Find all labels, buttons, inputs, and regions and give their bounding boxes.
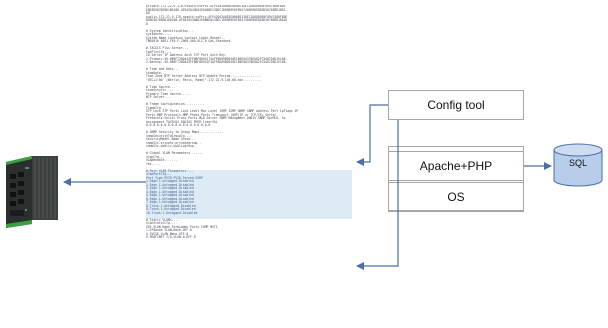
config-line: private.172.22.9.170.nsauth.nsPriv.AFP42… xyxy=(146,5,286,8)
config-line: 10.Trunk.1.Untagged.Disabled xyxy=(146,211,352,215)
config-line: # Time and Date... xyxy=(146,67,180,71)
config-line: 5.SVESE.VLAN.None.OFF.0 xyxy=(146,231,189,236)
config-line: 2.Backup..49.0B9F738D443FF8BF0D941F4AFF8… xyxy=(146,60,288,64)
config-line: STP Lock STP Ports Link Level Mac Level … xyxy=(146,109,299,113)
config-file-document: private.172.22.9.170.nsauth.nsPriv.AFP42… xyxy=(146,5,352,323)
config-line: 3.Edge.1.Untagged.Disabled xyxy=(146,186,352,191)
config-line: TN05016 8891-F59-F-2009.400 ULI.0 Gas.St… xyxy=(146,39,233,43)
config-line: VLANenable....... xyxy=(146,158,178,162)
config-line: sysIdentm..... xyxy=(146,32,172,36)
config-line: timeSyncSrc.... xyxy=(146,88,174,92)
config-line: 4.Edge.1.Untagged.Disabled xyxy=(146,190,352,194)
config-line: 0.0.0.0.0.0.0.0.0.0.0.0.0.0.0.0.0.8 xyxy=(146,123,211,127)
config-line: 8 xyxy=(146,21,148,26)
config-line: SecurityModel Name Group.. xyxy=(146,137,194,141)
config-line: 1.D*Based VLAN.None.OFF.0 xyxy=(146,228,192,232)
config-line: # Port VLAN Parameters.... xyxy=(146,169,352,173)
os-label: OS xyxy=(447,189,465,204)
config-line: # SNMP Security to Group Maps...........… xyxy=(146,130,224,134)
config-line: D8 xyxy=(146,11,150,15)
config-line: 9.PROFINET I/O.VLAN.0.OFF.0 xyxy=(146,235,196,239)
config-line xyxy=(146,215,352,219)
config-line: frameCfg... xyxy=(146,105,167,110)
config-line: System Name Location Contact Login Banne… xyxy=(146,35,225,40)
config-line: # TACACS Plus Server... xyxy=(146,46,189,50)
config-line: E8D3D5876EBD16D108.AF942043D02E040BE13DE… xyxy=(146,7,286,12)
config-line: NTP Server.... xyxy=(146,95,172,99)
config-line: vlanStaticCfg.... xyxy=(146,221,178,225)
config-line: timeDate... xyxy=(146,70,167,75)
config-line: 1.Primary.49.0B9F738D443FF0BF8D94174AFF8… xyxy=(146,56,288,61)
config-line: snmpV2c.private.privategroup.. xyxy=(146,140,202,145)
config-line: # Global VLAN Parameters....... xyxy=(146,151,203,155)
config-line: # Static VLANs.... xyxy=(146,217,180,222)
os-box: OS xyxy=(388,182,524,211)
config-line: tacPlusCfg.... xyxy=(146,49,172,54)
config-line: vlanCfg... xyxy=(146,154,165,159)
config-line: Assignment TACPLUS RADIUS PEER InterVAL xyxy=(146,119,218,124)
config-line: Port Type PVID PVID Forced GVRP xyxy=(146,176,352,180)
arrow-config-tool-to-document xyxy=(356,104,388,166)
apache-php-label: Apache+PHP xyxy=(419,159,493,173)
config-tool-box: Config tool xyxy=(388,90,524,120)
config-line: 8D3D5876EBD16D108.AF942043A0D2E0B0E0130E… xyxy=(146,18,288,22)
config-line: snmpSecurityToGroupTg.... xyxy=(146,133,192,138)
sql-cylinder-body xyxy=(553,150,603,187)
config-line: "UTC+1:00 (Berlin, Paris, Rome)".172.22.… xyxy=(146,77,262,82)
config-line: VID.VLAN Name Forbidden Ports IGMP MSTI xyxy=(146,224,218,229)
config-line: 7.Edge.1.Untagged.Disabled xyxy=(146,200,352,205)
config-line: Yes..... xyxy=(146,161,161,166)
config-line: Ports.MMP Protocols.MMP Photo Ports Tran… xyxy=(146,112,277,117)
config-line: # System Identification... xyxy=(146,28,194,33)
config-line: # Frame Configuration........... xyxy=(146,102,205,106)
config-line: 2.Edge.1.Untagged.Disabled xyxy=(146,183,352,187)
config-line: # Time Source... xyxy=(146,84,176,89)
config-line: snmpV2c.public.publicgroup.. xyxy=(146,144,198,148)
config-line: 9.Trunk.1.Untagged.Disabled xyxy=(146,207,352,212)
config-line: Primary Time Source..... xyxy=(146,91,191,96)
sql-database-icon xyxy=(553,143,603,187)
arrow-config-tool-to-vlan-section xyxy=(356,120,399,270)
config-line: 1.Edge.1.Untagged.Disabled xyxy=(146,179,352,184)
sql-cylinder-top xyxy=(553,143,603,157)
config-line: Time Zone NTP Server Address NTP Update … xyxy=(146,74,262,78)
config-line: Protocols.Serial Proto Ports.MLD Server … xyxy=(146,116,286,120)
apache-php-box: Apache+PHP xyxy=(388,151,524,181)
config-line: ID Server IP Address Auth TCP Port Auth … xyxy=(146,53,227,57)
industrial-switch-image xyxy=(6,156,58,228)
config-line: 6.Edge.1.Untagged.Disabled xyxy=(146,197,352,201)
config-line: 5.Edge.1.Untagged.Disabled xyxy=(146,193,352,198)
config-line: 8.Trunk.1.Untagged.Disabled xyxy=(146,204,352,208)
config-tool-label: Config tool xyxy=(427,98,485,112)
sql-label: SQL xyxy=(568,158,587,168)
config-line: vlanPortCfg... xyxy=(146,172,352,177)
config-line: public.172.22.9.170.nsauth.nsPriv.AFP420… xyxy=(146,14,288,19)
